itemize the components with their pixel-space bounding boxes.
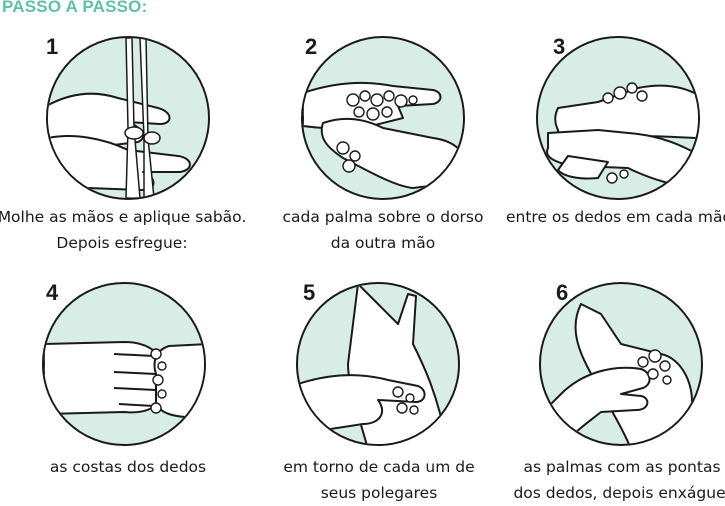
step-illustration — [301, 36, 465, 200]
caption-line: cada palma sobre o dorso — [282, 208, 484, 226]
step-number: 1 — [46, 34, 59, 59]
caption-line: Depois esfregue: — [56, 234, 188, 252]
step-number: 6 — [556, 280, 569, 305]
caption-line: em torno de cada um de — [283, 458, 475, 476]
step-number: 3 — [553, 34, 566, 59]
step-number: 2 — [305, 34, 318, 59]
wet-hands-under-tap-icon — [48, 38, 191, 198]
thumb-rotation-icon — [298, 284, 449, 444]
caption-line: Molhe as mãos e aplique sabão. — [0, 208, 247, 226]
caption-line: dos dedos, depois enxágue. — [513, 484, 725, 502]
caption-line: seus polegares — [320, 484, 438, 502]
fingertips-on-palm-icon — [541, 303, 693, 444]
step-number: 5 — [303, 280, 316, 305]
backs-of-fingers-icon — [44, 341, 204, 419]
interlaced-fingers-icon — [546, 82, 698, 189]
step-illustration — [536, 36, 700, 200]
page-title: PASSO A PASSO: — [2, 0, 148, 16]
step-caption: Molhe as mãos e aplique sabão. Depois es… — [0, 204, 247, 256]
caption-line: as costas dos dedos — [49, 458, 207, 476]
caption-line: da outra mão — [330, 234, 436, 252]
caption-line: as palmas com as pontas — [523, 458, 721, 476]
step-caption: as palmas com as pontas dos dedos, depoi… — [497, 454, 725, 506]
palm-over-back-icon — [303, 81, 463, 189]
step-caption: cada palma sobre o dorso da outra mão — [258, 204, 508, 256]
step-caption: entre os dedos em cada mão — [494, 204, 725, 230]
step-caption: em torno de cada um de seus polegares — [254, 454, 504, 506]
step-caption: as costas dos dedos — [3, 454, 253, 480]
step-illustration — [42, 282, 206, 446]
step-illustration — [539, 282, 703, 446]
step-illustration — [296, 282, 460, 446]
step-number: 4 — [46, 280, 59, 305]
step-illustration — [46, 36, 210, 200]
caption-line: entre os dedos em cada mão — [505, 208, 725, 226]
